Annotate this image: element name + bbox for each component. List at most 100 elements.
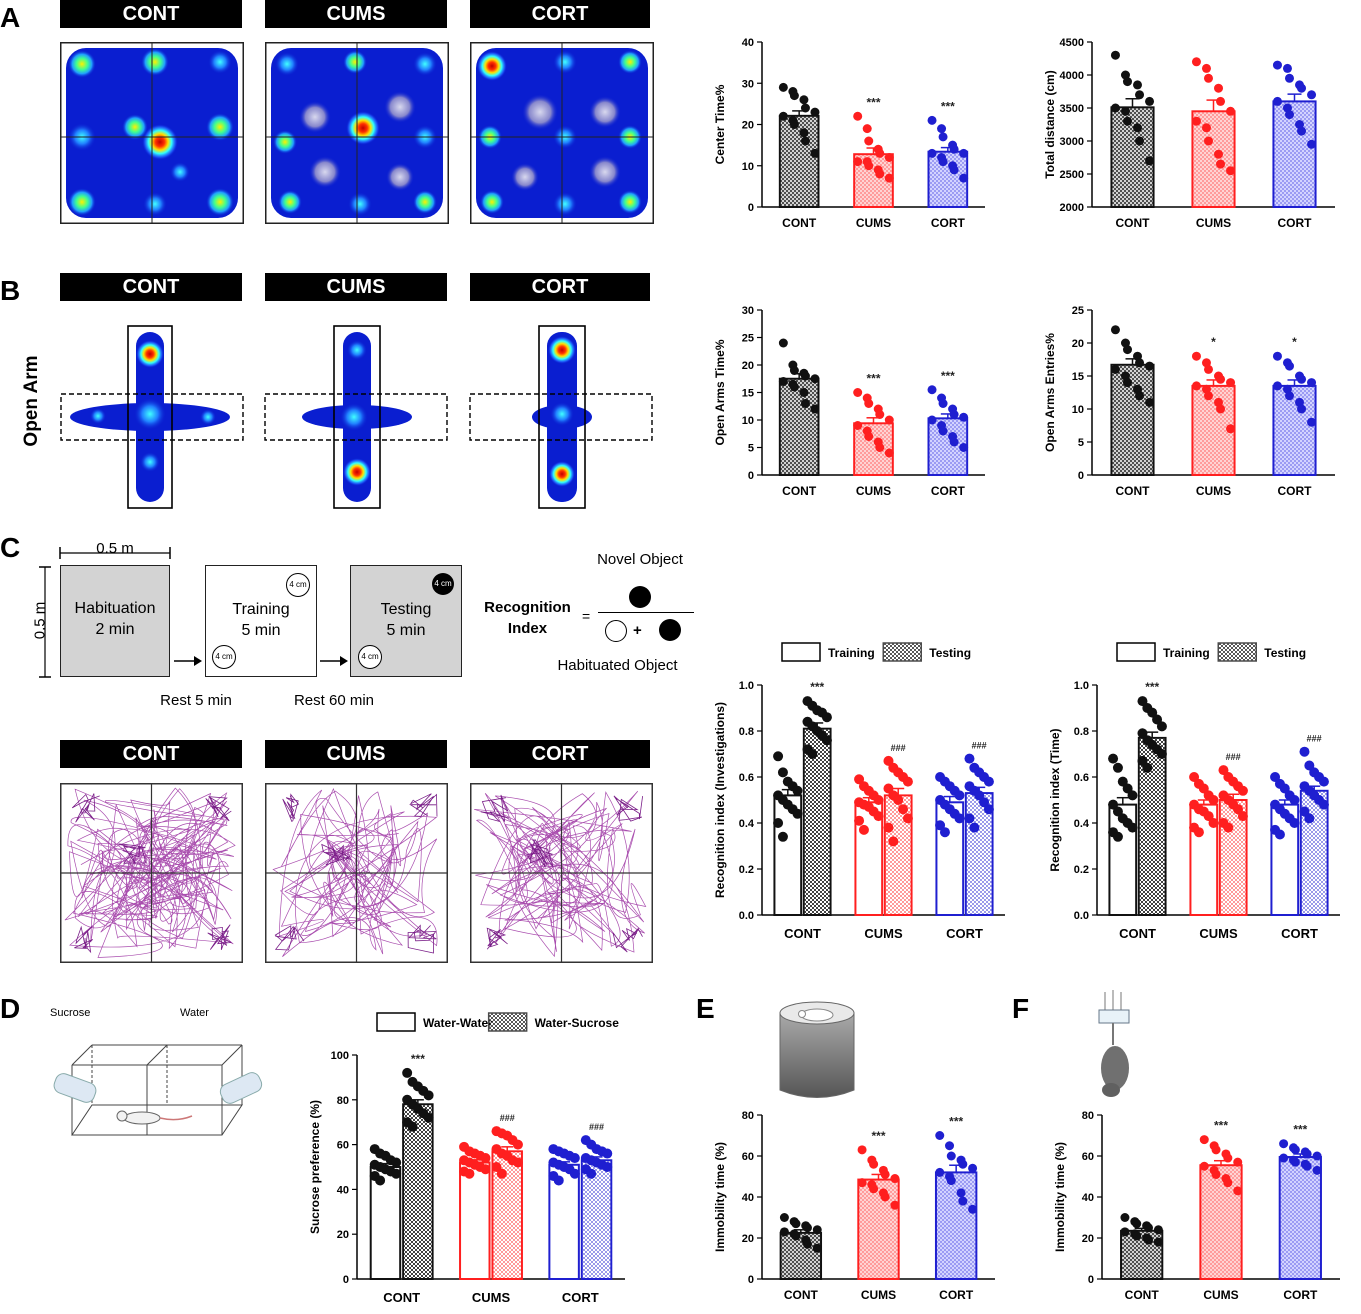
y-tick-label: 0: [1088, 1274, 1094, 1286]
significance-marker: ***: [411, 1052, 425, 1066]
y-tick-label: 20: [1072, 338, 1084, 350]
data-point: [1312, 1151, 1322, 1161]
ri-fraction-bar: [598, 612, 694, 613]
data-point: [1279, 1153, 1289, 1163]
data-point: [391, 1157, 402, 1168]
legend-swatch: [1116, 642, 1156, 662]
data-point: [968, 1204, 978, 1214]
x-tick-label: CONT: [782, 484, 817, 498]
data-point: [1156, 721, 1167, 732]
data-point: [1279, 1139, 1289, 1149]
water-bottle-label: Water: [180, 1007, 209, 1019]
data-point: [869, 1184, 879, 1194]
data-point: [1110, 103, 1120, 113]
y-tick-label: 20: [337, 1229, 349, 1241]
x-tick-label: CORT: [931, 484, 966, 498]
data-point: [423, 1112, 434, 1123]
x-tick-label: CONT: [1116, 216, 1151, 230]
y-axis-label: Center Time%: [713, 84, 727, 164]
header-cont-a: CONT: [60, 0, 242, 28]
data-point: [853, 388, 863, 397]
data-point: [1112, 831, 1123, 842]
data-point: [954, 813, 965, 824]
x-tick-label: CORT: [562, 1290, 599, 1305]
y-tick-label: 0.6: [739, 772, 754, 784]
x-tick-label: CORT: [1283, 1288, 1318, 1302]
arrow-to-training: [174, 656, 202, 666]
data-point: [1191, 57, 1201, 67]
data-point: [1112, 762, 1123, 773]
data-point: [375, 1175, 386, 1186]
y-tick-label: 0.2: [1074, 864, 1089, 876]
y-tick-label: 80: [742, 1110, 754, 1122]
significance-marker: ***: [1293, 1123, 1307, 1137]
y-tick-label: 0: [748, 202, 754, 214]
data-point: [1110, 325, 1120, 335]
legend-label: Testing: [1264, 646, 1306, 660]
heatmap-oft-cort: [470, 42, 654, 224]
data-point: [602, 1148, 613, 1159]
testing-label: Testing: [380, 601, 432, 618]
data-point: [853, 111, 863, 121]
data-point: [1318, 799, 1329, 810]
data-point: [864, 432, 874, 441]
significance-marker: ***: [941, 99, 955, 113]
bar-texture: [859, 1180, 898, 1278]
x-tick-label: CUMS: [1196, 216, 1231, 230]
x-tick-label: CONT: [784, 926, 821, 941]
data-point: [956, 1188, 966, 1198]
data-point: [1208, 795, 1219, 805]
heatmap-epm-cums: [264, 325, 448, 509]
bar-texture: [1193, 112, 1234, 206]
data-point: [949, 144, 959, 154]
y-tick-label: 15: [1072, 371, 1084, 383]
legend-label: Water-Sucrose: [535, 1016, 620, 1030]
y-tick-label: 40: [742, 1192, 754, 1204]
y-axis-label: Open Arms Time%: [713, 339, 727, 445]
data-point: [958, 1159, 968, 1169]
y-tick-label: 20: [742, 120, 754, 132]
data-point: [1214, 83, 1224, 93]
ri-plus: +: [633, 622, 642, 639]
y-tick-label: 30: [742, 78, 754, 90]
training-object-1: 4 cm: [286, 573, 310, 597]
trajectory-cluster: [409, 793, 438, 817]
data-point: [791, 1231, 801, 1241]
data-point: [1284, 110, 1294, 120]
data-point: [890, 1200, 900, 1210]
legend-label: Water-Water: [423, 1016, 493, 1030]
data-point: [807, 749, 818, 759]
data-point: [1120, 1227, 1130, 1237]
data-point: [407, 1121, 418, 1132]
legend-swatch: [487, 1012, 528, 1032]
header-cont-c: CONT: [60, 740, 242, 768]
data-point: [791, 1219, 801, 1229]
data-point: [945, 1141, 955, 1151]
open-arm-label: Open Arm: [21, 355, 42, 447]
data-point: [1211, 1145, 1221, 1155]
data-point: [875, 148, 885, 158]
data-point: [1144, 1235, 1154, 1245]
y-tick-label: 60: [1082, 1151, 1094, 1163]
data-point: [949, 165, 959, 175]
data-point: [927, 148, 937, 158]
data-point: [1216, 374, 1226, 384]
data-point: [864, 136, 874, 146]
y-tick-label: 4500: [1060, 37, 1084, 49]
data-point: [1302, 1161, 1312, 1171]
habituated-object-label: Habituated Object: [557, 657, 678, 674]
data-point: [779, 1227, 789, 1237]
y-tick-label: 3000: [1060, 136, 1084, 148]
data-point: [800, 136, 810, 146]
data-point: [792, 785, 803, 796]
data-point: [875, 169, 885, 179]
heatmap-epm-cont: [60, 325, 244, 509]
panel-label-d: D: [0, 993, 21, 1024]
trajectory-cluster: [612, 927, 643, 953]
data-point: [959, 148, 969, 158]
x-tick-label: CORT: [931, 216, 966, 230]
